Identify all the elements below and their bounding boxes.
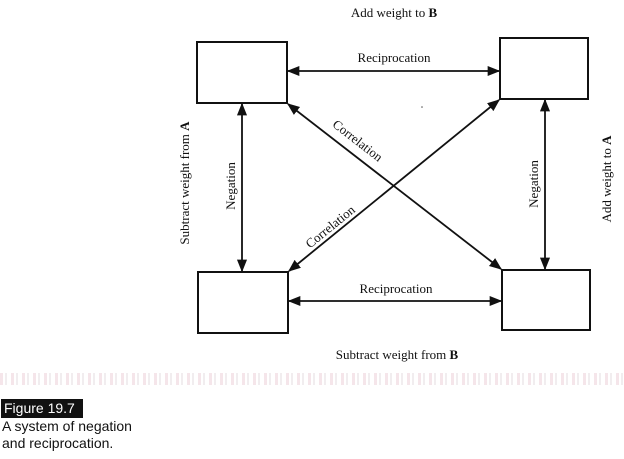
figure-number-label: Figure 19.7 bbox=[1, 399, 83, 418]
scan-artifact-band bbox=[0, 373, 624, 385]
right-axis-label-variable: A bbox=[599, 135, 614, 145]
figure-caption: Figure 19.7 A system of negation and rec… bbox=[1, 399, 132, 452]
top-axis-label-variable: B bbox=[428, 5, 437, 20]
left-axis-label: Subtract weight from A bbox=[177, 121, 192, 245]
right-axis-label-text: Add weight to bbox=[599, 145, 614, 223]
bottom-axis-label-variable: B bbox=[450, 347, 459, 362]
caption-line-2: and reciprocation. bbox=[2, 435, 114, 451]
right-negation-label: Negation bbox=[526, 160, 541, 208]
left-axis-label-text: Subtract weight from bbox=[177, 131, 192, 245]
correlation-label-up-diagonal: Correlation bbox=[302, 202, 358, 251]
box-bottom-right bbox=[501, 269, 591, 331]
top-axis-label: Add weight to B bbox=[351, 5, 438, 20]
bottom-axis-label: Subtract weight from B bbox=[336, 347, 459, 362]
bottom-reciprocation-label: Reciprocation bbox=[360, 281, 433, 296]
bottom-axis-label-text: Subtract weight from bbox=[336, 347, 450, 362]
left-axis-label-variable: A bbox=[177, 121, 192, 131]
right-axis-label: Add weight to A bbox=[599, 135, 614, 223]
caption-line-1: A system of negation bbox=[2, 418, 132, 434]
box-top-right bbox=[499, 37, 589, 100]
scan-speck bbox=[421, 106, 423, 108]
top-axis-label-text: Add weight to bbox=[351, 5, 429, 20]
top-reciprocation-label: Reciprocation bbox=[358, 50, 431, 65]
left-negation-label: Negation bbox=[223, 162, 238, 210]
box-top-left bbox=[196, 41, 288, 104]
box-bottom-left bbox=[197, 271, 289, 334]
correlation-arrow-up-diagonal bbox=[288, 99, 500, 272]
